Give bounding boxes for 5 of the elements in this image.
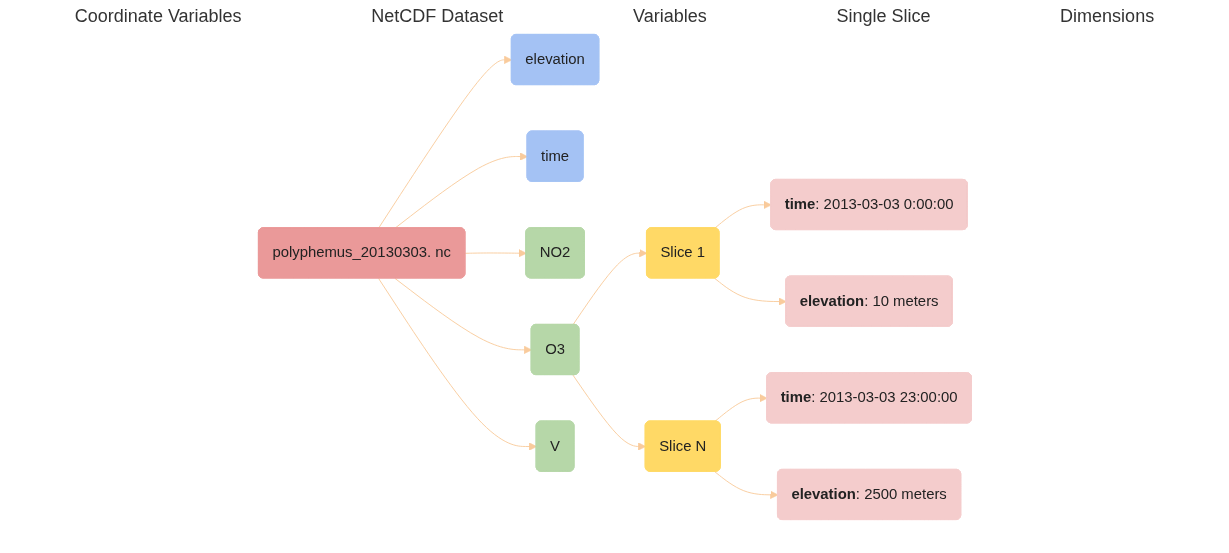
column-heading: NetCDF Dataset — [371, 6, 504, 27]
column-heading: Variables — [633, 6, 707, 27]
column-heading: Coordinate Variables — [74, 6, 242, 27]
column-heading: Single Slice — [836, 6, 931, 27]
column-heading: Dimensions — [1060, 6, 1155, 27]
